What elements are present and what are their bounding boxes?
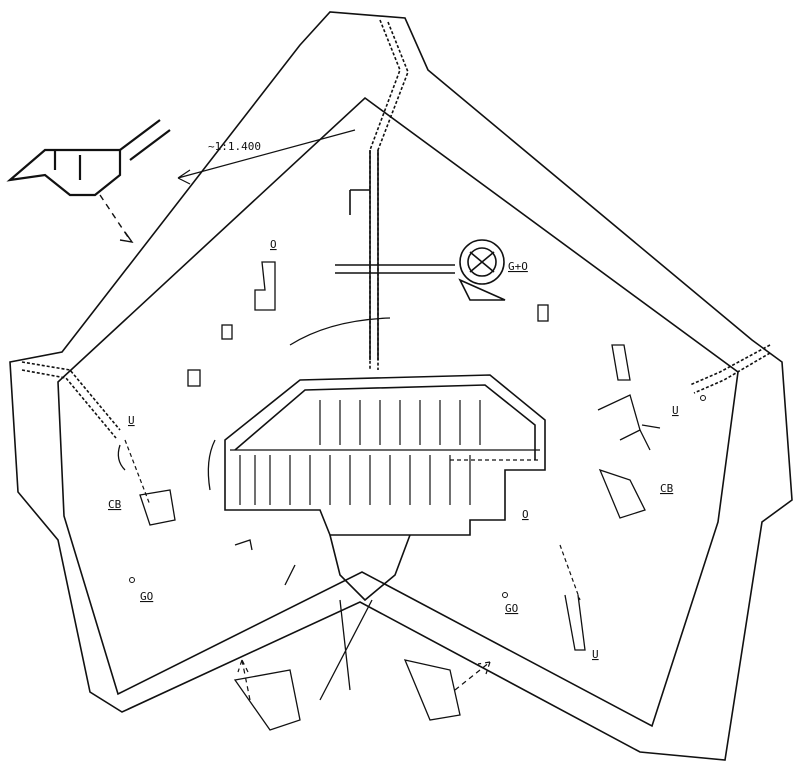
label-u-south: U (592, 648, 599, 661)
shelters (117, 261, 661, 731)
gun-emplacement (458, 239, 506, 301)
marker-circle (502, 592, 508, 598)
marker-circle (129, 577, 135, 583)
casemates (230, 400, 540, 505)
label-o-north: O (270, 238, 277, 251)
inner-rampart (57, 96, 739, 728)
label-cb-west: CB (108, 498, 122, 511)
central-barracks (224, 150, 546, 602)
marker-circle (700, 395, 706, 401)
label-cb-east: CB (660, 482, 674, 495)
label-o-east: O (522, 508, 529, 521)
tunnels (21, 19, 771, 439)
label-g-o-north: G+O (508, 260, 528, 273)
label-go-east: GO (505, 602, 518, 615)
label-go-west: GO (140, 590, 153, 603)
scale-note: ~1:1.400 (208, 140, 261, 153)
outer-rampart (9, 11, 793, 761)
detail-inset (6, 119, 171, 243)
label-u-east: U (672, 404, 679, 417)
label-u-west: U (128, 414, 135, 427)
leader-arrows (124, 129, 581, 701)
